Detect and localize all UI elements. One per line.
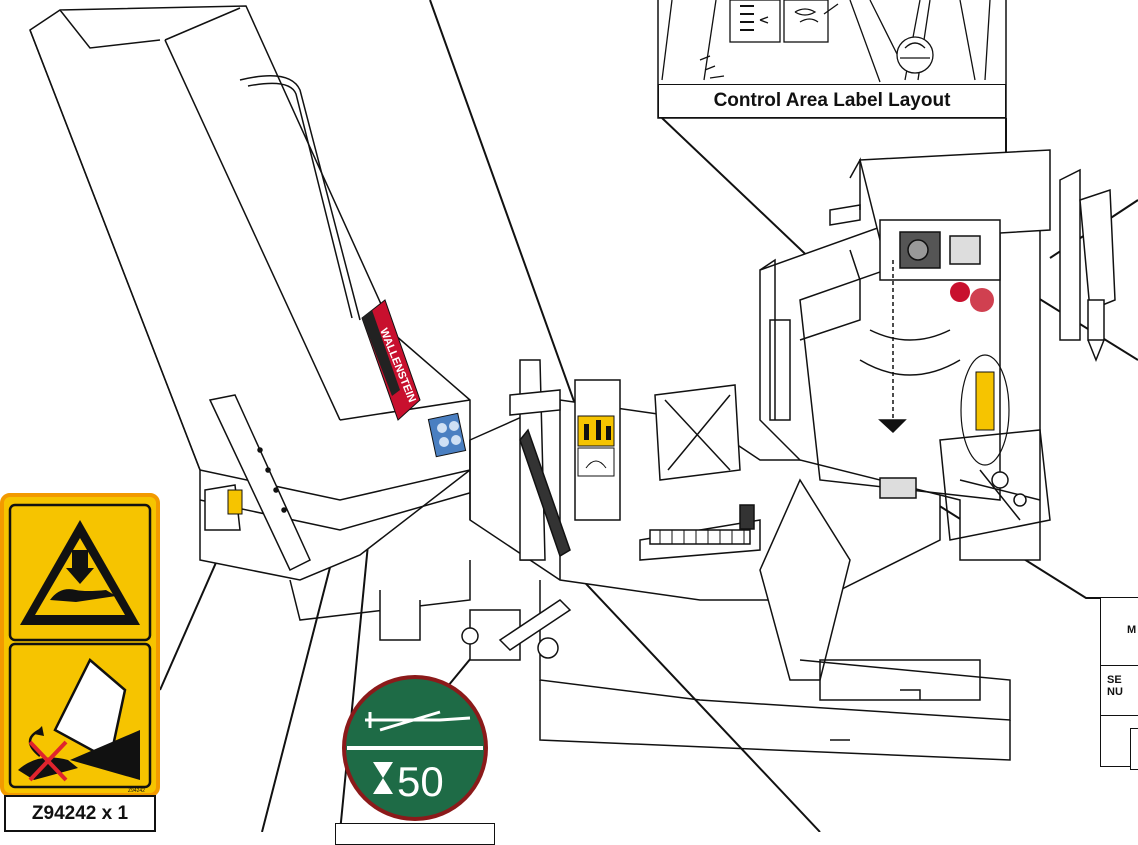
grease-gun-icon bbox=[365, 710, 471, 732]
serial-plate-model-row: M bbox=[1101, 598, 1138, 666]
hand-crush-icon bbox=[20, 520, 140, 625]
control-decal bbox=[427, 412, 467, 458]
housing-warning-decals bbox=[960, 354, 1010, 466]
control-area-label-layout-caption: Control Area Label Layout bbox=[658, 84, 1006, 118]
crush-hazard-part-number: Z94242 x 1 bbox=[4, 795, 156, 832]
serial-plate-serial-label-b: NU bbox=[1107, 686, 1123, 698]
grease-interval-decal: 50 bbox=[342, 675, 488, 821]
grease-decal-caption-box bbox=[335, 823, 495, 845]
crush-hazard-decal: Z94242 bbox=[0, 493, 160, 797]
serial-plate-tab bbox=[1130, 728, 1138, 770]
serial-plate-serial-row: SE NU bbox=[1101, 666, 1138, 716]
serial-plate-model-label: M bbox=[1127, 624, 1137, 636]
hourglass-icon bbox=[373, 762, 393, 794]
no-hands-icon bbox=[18, 658, 140, 782]
svg-text:50: 50 bbox=[397, 758, 444, 805]
control-panel-decals bbox=[577, 415, 615, 477]
chute-warning-decal bbox=[227, 489, 243, 515]
serial-number-plate: M SE NU bbox=[1100, 597, 1138, 767]
serial-plate-serial-label-a: SE bbox=[1107, 674, 1122, 686]
control-handles bbox=[461, 428, 755, 661]
svg-text:Z94242: Z94242 bbox=[128, 788, 145, 794]
rotor-housing bbox=[759, 149, 1116, 561]
